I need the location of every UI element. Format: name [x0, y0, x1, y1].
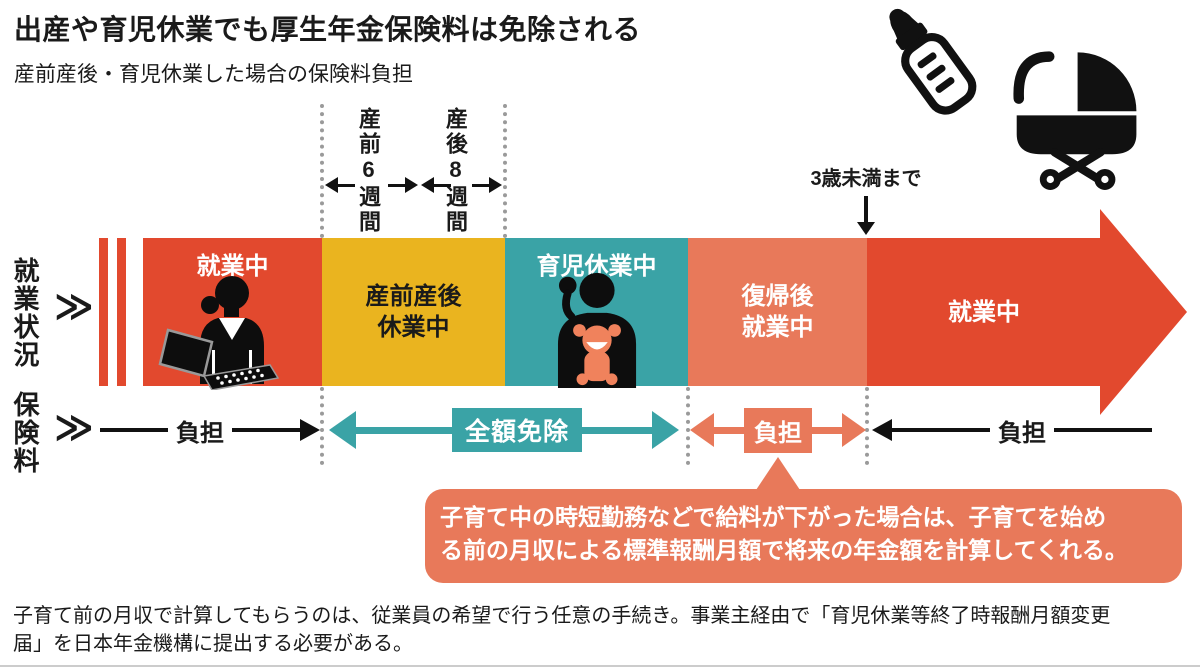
dotted-divider	[320, 104, 324, 238]
prenatal-weeks-label: 産前6週間	[356, 107, 381, 235]
burden-label: 負担	[176, 419, 224, 447]
segment-working-after-return: 復帰後 就業中	[688, 238, 867, 386]
stroller-icon	[1002, 44, 1149, 191]
segment-label: 産前産後 休業中	[365, 283, 462, 341]
employment-status-label: 就業状況	[10, 257, 40, 369]
timeline-continuation-stripe	[117, 238, 126, 386]
span-arrow-left-icon	[421, 177, 451, 193]
segment-label: 就業中	[948, 298, 1020, 326]
page-title: 出産や育児休業でも厚生年金保険料は免除される	[14, 14, 642, 45]
span-arrow-left-icon	[325, 177, 355, 193]
chevron-icon: ≫	[54, 407, 94, 449]
span-arrow-right-icon	[472, 177, 502, 193]
dotted-divider	[320, 387, 324, 465]
dotted-divider	[865, 387, 869, 465]
arrowhead-right-icon	[652, 411, 679, 449]
down-arrow-icon	[864, 196, 868, 222]
postnatal-weeks-label: 産後8週間	[443, 107, 468, 235]
woman-holding-baby-icon	[534, 266, 662, 388]
segment-label: 復帰後 就業中	[741, 283, 814, 341]
dotted-divider	[686, 387, 690, 465]
arrowhead-right-icon	[842, 413, 866, 447]
callout-tail-icon	[756, 457, 800, 490]
arrowhead-left-icon	[690, 413, 714, 447]
burden-badge: 負担	[744, 407, 812, 453]
dotted-divider	[503, 104, 507, 238]
burden-label: 負担	[998, 419, 1046, 447]
page-subtitle: 産前産後・育児休業した場合の保険料負担	[14, 63, 413, 86]
baby-bottle-icon	[844, 0, 1013, 144]
burden-arrow-before: 負担	[100, 416, 320, 447]
bottom-divider	[0, 665, 1200, 667]
segment-working-later: 就業中	[867, 238, 1101, 386]
segment-label: 就業中	[196, 253, 269, 280]
premium-label: 保険料	[10, 391, 40, 475]
timeline-arrowhead	[1100, 209, 1187, 415]
burden-arrow-after-return: 負担	[690, 407, 866, 453]
span-arrow-right-icon	[388, 177, 418, 193]
chevron-icon: ≫	[54, 286, 94, 328]
burden-arrow-later: 負担	[872, 416, 1152, 447]
woman-at-laptop-icon	[158, 272, 300, 391]
arrowhead-left-icon	[329, 411, 356, 449]
footnote-text: 子育て前の月収で計算してもらうのは、従業員の希望で行う任意の手続き。事業主経由で…	[13, 605, 1111, 655]
arrowhead-right-icon	[300, 419, 320, 441]
timeline-continuation-stripe	[99, 238, 108, 386]
segment-maternity-leave: 産前産後 休業中	[322, 238, 505, 386]
arrowhead-left-icon	[872, 419, 892, 441]
down-arrow-icon	[857, 222, 875, 235]
age-limit-label: 3歳未満まで	[810, 168, 922, 190]
full-exemption-badge: 全額免除	[452, 408, 583, 452]
callout-box: 子育て中の時短勤務などで給料が下がった場合は、子育てを始め る前の月収による標準…	[425, 489, 1182, 583]
full-exemption-arrow: 全額免除	[329, 408, 679, 452]
